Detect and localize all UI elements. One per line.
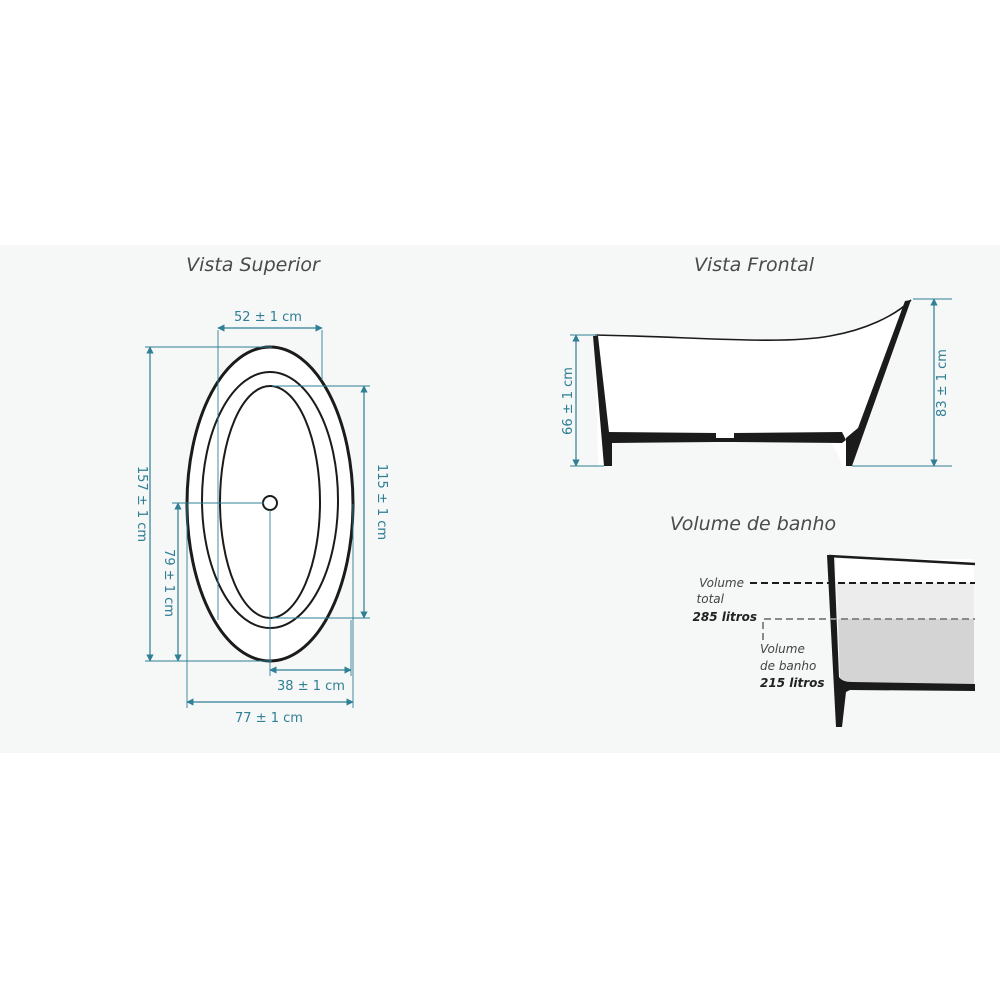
drain-circle <box>262 495 278 511</box>
bath-volume-line <box>762 618 975 640</box>
dim-low-height-label: 66 ± 1 cm <box>561 367 576 435</box>
total-volume-line1: Volume <box>699 576 744 590</box>
bath-volume-value: 215 litros <box>760 676 825 690</box>
total-volume-line2: total <box>697 592 725 606</box>
dim-low-height: 66 ± 1 cm <box>561 334 604 467</box>
dim-total-length-label: 157 ± 1 cm <box>134 466 149 542</box>
bath-volume-line1: Volume <box>760 642 805 656</box>
volume-title: Volume de banho <box>670 513 836 535</box>
front-view: Vista Frontal 66 ± 1 cm 83 ± 1 cm <box>561 254 952 467</box>
volume-view: Volume de banho Volume total 285 litros … <box>670 513 976 727</box>
dim-total-length: 157 ± 1 cm <box>134 346 272 662</box>
volume-tub-rim <box>828 554 976 566</box>
total-volume-value: 285 litros <box>693 610 758 624</box>
dim-inner-width: 52 ± 1 cm <box>217 310 323 620</box>
front-view-title: Vista Frontal <box>694 254 815 276</box>
front-tub-body <box>595 300 911 466</box>
front-bottom <box>606 432 846 443</box>
volume-tub-wall <box>827 555 975 727</box>
dim-drain-to-end-label: 79 ± 1 cm <box>161 549 176 617</box>
top-view: Vista Superior 52 ± 1 cm 157 ± 1 cm 115 … <box>134 254 389 726</box>
front-right-wall <box>846 300 911 466</box>
front-rim-line <box>594 299 912 341</box>
dim-drain-offset: 38 ± 1 cm <box>269 510 352 694</box>
dim-total-width: 77 ± 1 cm <box>186 504 354 726</box>
dim-inner-width-label: 52 ± 1 cm <box>234 310 302 325</box>
dim-high-height: 83 ± 1 cm <box>852 298 952 467</box>
dim-drain-offset-label: 38 ± 1 cm <box>277 679 345 694</box>
top-view-title: Vista Superior <box>186 254 321 276</box>
dim-total-width-label: 77 ± 1 cm <box>235 711 303 726</box>
bath-volume-line2: de banho <box>760 659 816 673</box>
dim-drain-to-end: 79 ± 1 cm <box>161 502 264 662</box>
dim-inner-length-label: 115 ± 1 cm <box>374 464 389 540</box>
dim-high-height-label: 83 ± 1 cm <box>935 349 950 417</box>
bath-volume-fill <box>836 619 974 690</box>
dim-inner-length: 115 ± 1 cm <box>272 385 389 619</box>
